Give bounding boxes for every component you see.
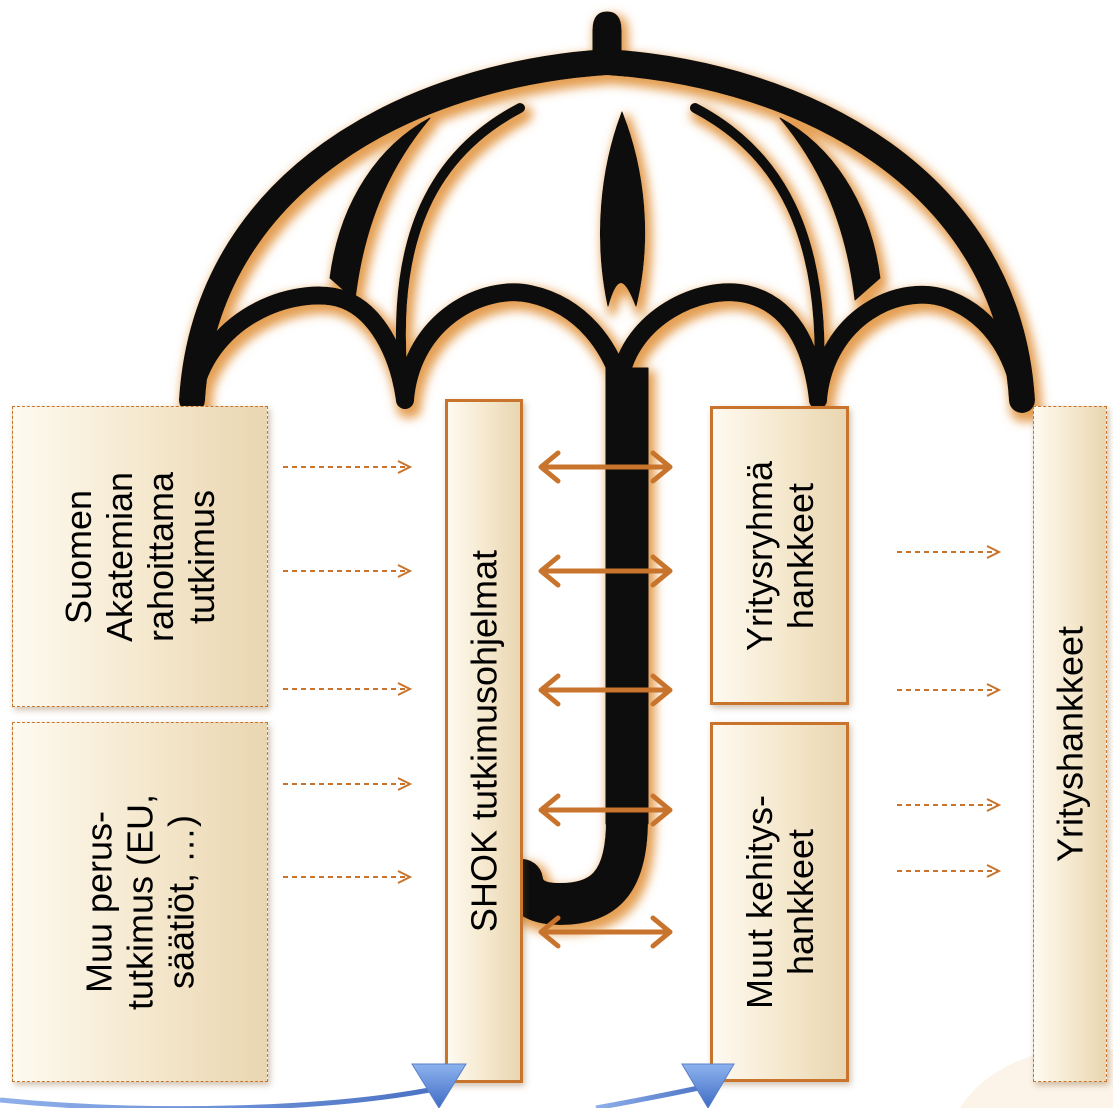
box-yrityshankkeet-text: Yrityshankkeet xyxy=(1049,626,1090,862)
double-headed-arrow-5 xyxy=(538,915,673,949)
dashed-arrow-1 xyxy=(283,460,413,474)
umbrella-icon xyxy=(179,11,1035,925)
box-muu-perustutkimus-text: Muu perus- tutkimus (EU, säätiöt, …) xyxy=(78,794,201,1010)
box-yrityshankkeet: Yrityshankkeet xyxy=(1033,406,1107,1082)
dashed-arrow-3 xyxy=(283,682,413,696)
text-line: rahoittama xyxy=(140,471,181,642)
double-arrows xyxy=(538,450,673,949)
box-suomen-akatemia-text: Suomen Akatemian rahoittama tutkimus xyxy=(58,471,222,641)
dashed-arrow-2 xyxy=(283,564,413,578)
dashed-arrow-7 xyxy=(897,683,1002,697)
text-line: Akatemian xyxy=(98,471,140,642)
double-headed-arrow-3 xyxy=(538,673,673,707)
flow-curves xyxy=(0,1083,709,1108)
dashed-arrows-left xyxy=(283,460,413,884)
box-muut-kehityshankkeet-text: Muut kehitys- hankkeet xyxy=(738,795,820,1009)
text-line: tutkimus (EU, xyxy=(119,793,161,1011)
box-shok-text: SHOK tutkimusohjelmat xyxy=(463,550,504,932)
dashed-arrow-8 xyxy=(897,798,1002,812)
flow-curve-right xyxy=(595,1083,709,1108)
box-shok: SHOK tutkimusohjelmat xyxy=(445,399,523,1083)
text-line: Muut kehitys- xyxy=(738,794,780,1010)
text-line: Suomen xyxy=(57,489,99,624)
text-line: hankkeet xyxy=(779,482,821,629)
text-line: tutkimus xyxy=(181,489,223,624)
box-muu-perustutkimus: Muu perus- tutkimus (EU, säätiöt, …) xyxy=(12,722,268,1082)
dashed-arrow-6 xyxy=(897,545,1002,559)
dashed-arrow-4 xyxy=(283,777,413,791)
text-line: Yrityshankkeet xyxy=(1049,625,1091,863)
text-line: Yritysryhmä xyxy=(738,460,780,651)
dashed-arrows-right xyxy=(897,545,1002,878)
text-line: Muu perus- xyxy=(78,810,120,994)
dashed-arrow-9 xyxy=(897,864,1002,878)
text-line: säätiöt, …) xyxy=(160,814,202,990)
dashed-arrow-5 xyxy=(283,870,413,884)
box-yritysryhma: Yritysryhmä hankkeet xyxy=(710,406,849,705)
flow-curve-left xyxy=(0,1085,441,1108)
double-headed-arrow-4 xyxy=(538,793,673,827)
text-line: SHOK tutkimusohjelmat xyxy=(463,549,505,933)
box-muut-kehityshankkeet: Muut kehitys- hankkeet xyxy=(710,722,849,1082)
box-suomen-akatemia: Suomen Akatemian rahoittama tutkimus xyxy=(12,406,268,707)
double-headed-arrow-2 xyxy=(538,554,673,588)
text-line: hankkeet xyxy=(779,828,821,976)
double-headed-arrow-1 xyxy=(538,450,673,484)
box-yritysryhma-text: Yritysryhmä hankkeet xyxy=(738,460,820,650)
